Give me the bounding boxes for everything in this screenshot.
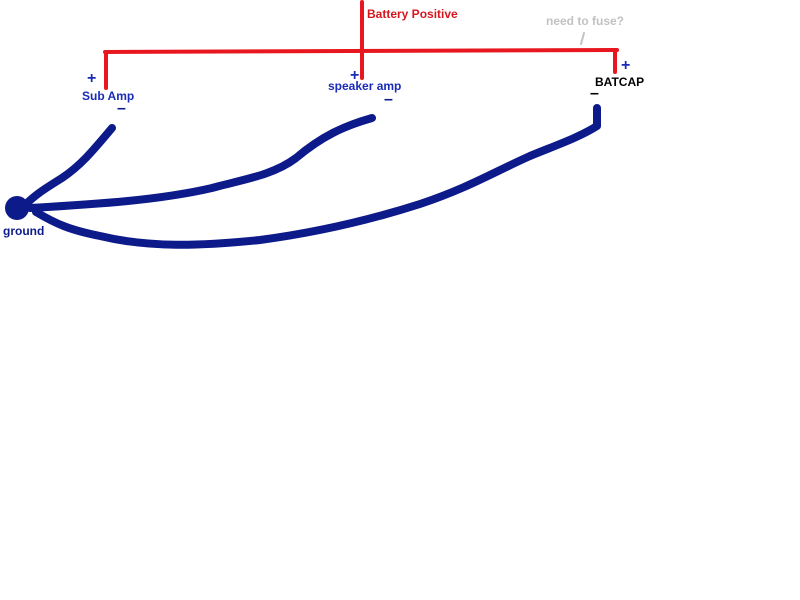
speaker-amp-minus-sign: – bbox=[384, 91, 393, 108]
sub-amp-plus-sign: + bbox=[87, 70, 96, 87]
ground-wiring bbox=[5, 104, 601, 249]
batcap-label: BATCAP bbox=[595, 75, 644, 89]
batcap-ground-wire bbox=[32, 104, 601, 249]
batcap-plus-sign: + bbox=[621, 57, 630, 74]
speaker-amp-plus-sign: + bbox=[350, 67, 359, 84]
sub-amp-ground-wire bbox=[20, 124, 116, 210]
speaker-amp-label: speaker amp bbox=[328, 79, 401, 93]
sub-amp-minus-sign: – bbox=[117, 100, 126, 117]
speaker-amp-ground-wire bbox=[26, 114, 376, 212]
need-to-fuse-pointer bbox=[580, 32, 585, 45]
batcap-minus-sign: – bbox=[590, 85, 599, 102]
need-to-fuse-note: need to fuse? bbox=[546, 14, 624, 28]
battery-positive-label: Battery Positive bbox=[367, 7, 458, 21]
ground-point bbox=[5, 196, 29, 220]
sub-amp-label: Sub Amp bbox=[82, 89, 134, 103]
positive-wiring bbox=[103, 0, 619, 90]
ground-label: ground bbox=[3, 224, 44, 238]
